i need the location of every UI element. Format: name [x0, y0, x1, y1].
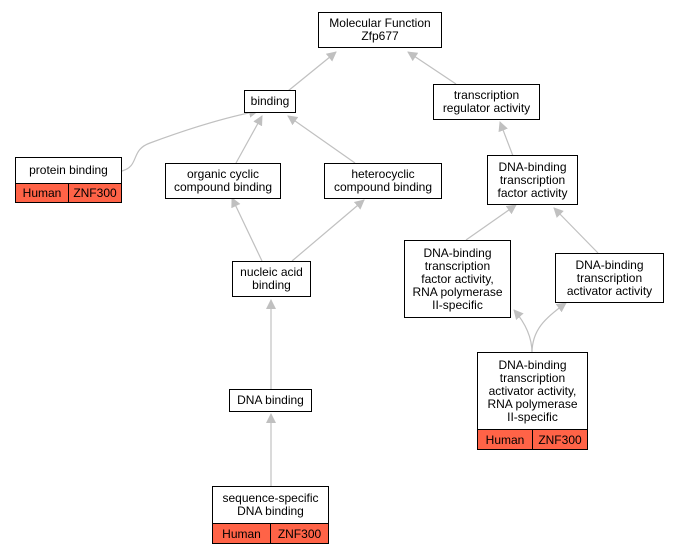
node-dna-binding[interactable]: DNA binding	[229, 389, 312, 412]
ortholog-gene[interactable]: ZNF300	[532, 430, 587, 449]
edge-dbtaa-to-dbtfa	[553, 207, 599, 254]
ortholog-row: Human ZNF300	[213, 524, 328, 543]
edge-nab-to-hcb	[291, 199, 365, 262]
node-transcription-regulator-activity[interactable]: transcription regulator activity	[433, 84, 540, 120]
ortholog-species[interactable]: Human	[478, 430, 532, 449]
edge-dbtfa-to-tra	[498, 121, 514, 157]
node-dna-binding-transcription-factor-activity[interactable]: DNA-binding transcription factor activit…	[487, 155, 578, 205]
node-dna-binding-tf-activity-rna-pol-ii-specific[interactable]: DNA-binding transcription factor activit…	[404, 240, 511, 318]
edge-binding-to-mf	[287, 51, 337, 92]
edge-proteinbinding-to-binding	[121, 107, 259, 172]
node-heterocyclic-compound-binding[interactable]: heterocyclic compound binding	[324, 163, 442, 199]
edge-ocb-to-binding	[235, 115, 263, 164]
ortholog-species[interactable]: Human	[213, 524, 270, 543]
node-ssdb-label: sequence-specific DNA binding	[213, 487, 328, 524]
edge-dbtaapol2-to-dbtaa	[531, 302, 567, 354]
node-dna-binding-transcription-activator-activity-rna-pol-ii-specific[interactable]: DNA-binding transcription activator acti…	[477, 352, 588, 450]
ortholog-gene[interactable]: ZNF300	[68, 184, 121, 202]
edge-hcb-to-binding	[287, 115, 356, 164]
ortholog-species[interactable]: Human	[16, 184, 68, 202]
node-organic-cyclic-compound-binding[interactable]: organic cyclic compound binding	[165, 163, 281, 199]
ortholog-gene[interactable]: ZNF300	[270, 524, 328, 543]
edge-nab-to-ocb	[231, 197, 263, 262]
edge-dbtaapol2-to-dbtfapol2	[513, 309, 533, 354]
node-protein-binding-label: protein binding	[16, 158, 121, 184]
node-dbtaa-pol2-label: DNA-binding transcription activator acti…	[478, 353, 587, 430]
node-dna-binding-transcription-activator-activity[interactable]: DNA-binding transcription activator acti…	[555, 253, 664, 303]
ortholog-row: Human ZNF300	[16, 184, 121, 202]
node-nucleic-acid-binding[interactable]: nucleic acid binding	[232, 261, 311, 297]
node-protein-binding[interactable]: protein binding Human ZNF300	[15, 157, 122, 203]
node-molecular-function-zfp677[interactable]: Molecular Function Zfp677	[318, 12, 442, 48]
ortholog-row: Human ZNF300	[478, 430, 587, 449]
edge-tra-to-mf	[407, 51, 457, 85]
node-binding[interactable]: binding	[244, 90, 296, 113]
node-sequence-specific-dna-binding[interactable]: sequence-specific DNA binding Human ZNF3…	[212, 486, 329, 544]
edge-dbtfapol2-to-dbtfa	[465, 204, 517, 241]
